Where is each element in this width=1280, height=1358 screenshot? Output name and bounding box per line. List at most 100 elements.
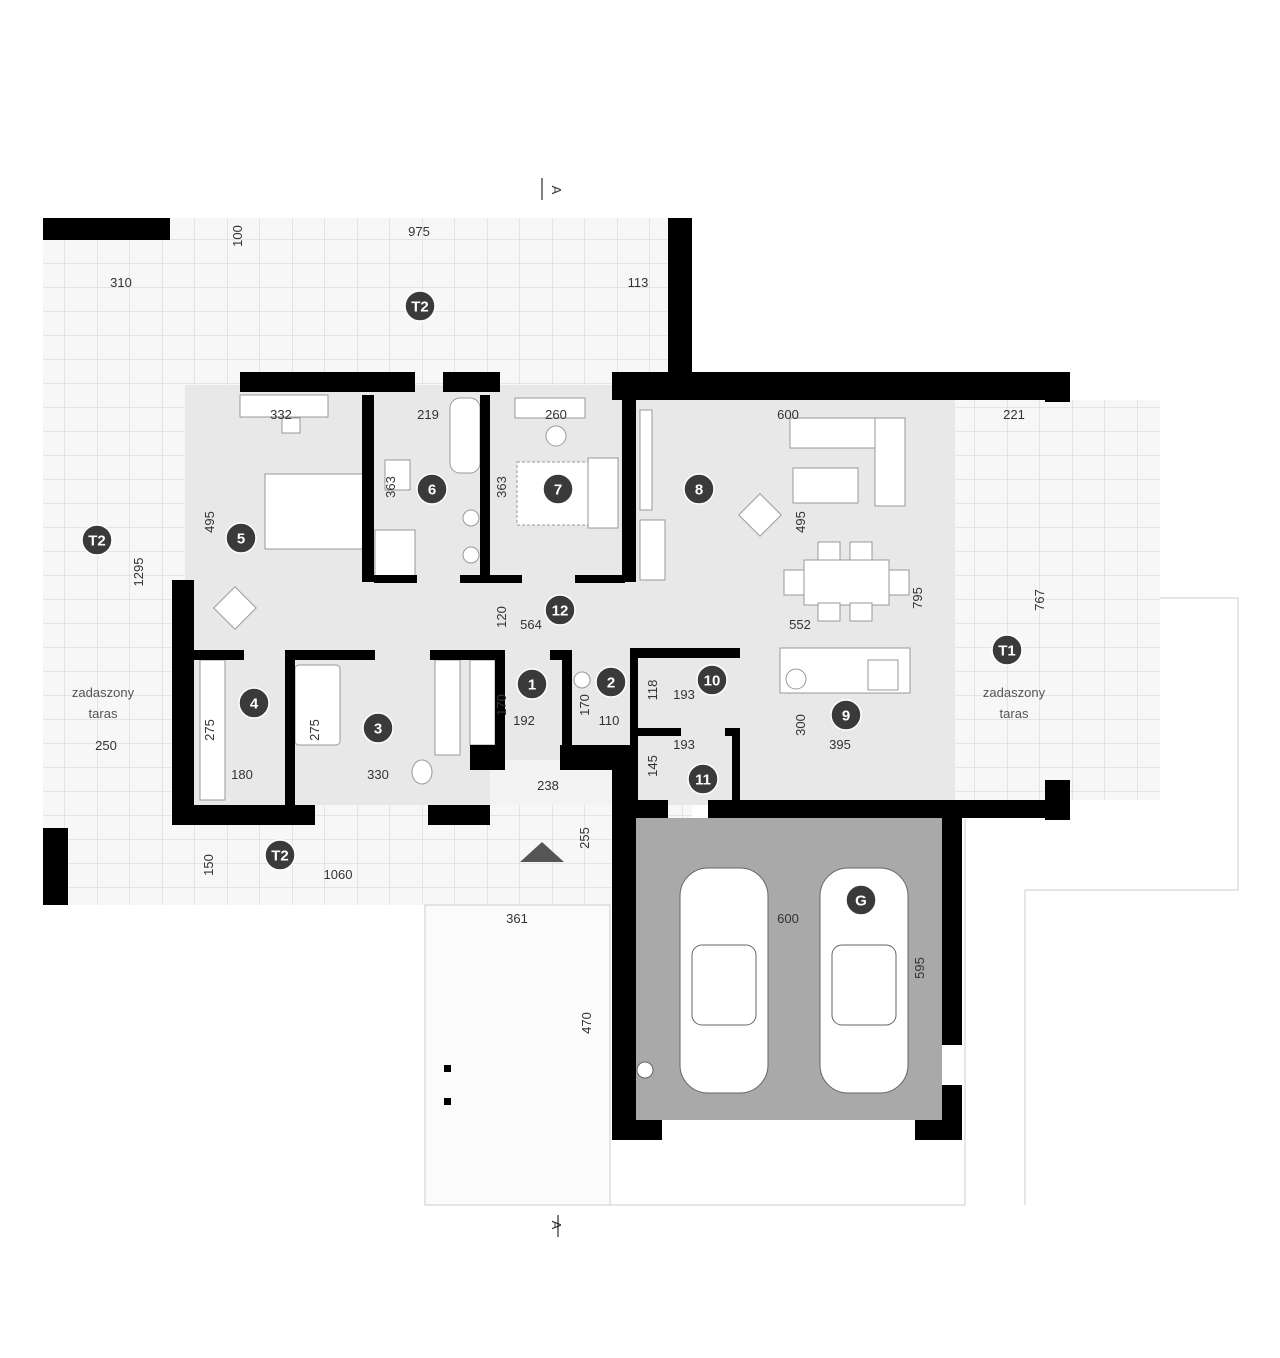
terrace-label-t1: T1 — [991, 634, 1023, 666]
dimension-label: 275 — [202, 719, 217, 741]
room-label-7: 7 — [542, 473, 574, 505]
room-number: 5 — [237, 531, 245, 548]
dimension-label: 1060 — [324, 867, 353, 882]
room-badge-circle — [683, 473, 715, 505]
dimension-label: 395 — [829, 737, 851, 752]
dimension-label: 118 — [645, 680, 660, 701]
dimension-label: 470 — [579, 1012, 594, 1034]
terrace-note: taras — [1000, 706, 1029, 721]
dimension-label: 120 — [494, 606, 509, 628]
terrace-note: taras — [89, 706, 118, 721]
dimension-label: 238 — [537, 778, 559, 793]
room-number: 12 — [552, 603, 569, 620]
room-number: T1 — [998, 643, 1016, 660]
room-badge-circle — [595, 666, 627, 698]
dimension-label: 363 — [494, 476, 509, 498]
room-number: T2 — [411, 299, 429, 316]
dimension-label: 767 — [1032, 589, 1047, 611]
terrace-label-t2: T2 — [404, 290, 436, 322]
dimension-label: 975 — [408, 224, 430, 239]
terrace-label-t2: T2 — [264, 839, 296, 871]
room-badge-circle — [544, 594, 576, 626]
section-marker-top: A — [549, 186, 564, 195]
dimension-label: 110 — [599, 713, 620, 728]
room-badge-circle — [991, 634, 1023, 666]
room-badge-circle — [696, 664, 728, 696]
dimension-label: 330 — [367, 767, 389, 782]
room-badge-circle — [687, 763, 719, 795]
room-label-11: 11 — [687, 763, 719, 795]
room-label-g: G — [845, 884, 877, 916]
driveway-area — [424, 904, 611, 1206]
terrace-note: zadaszony — [72, 685, 135, 700]
room-label-12: 12 — [544, 594, 576, 626]
room-label-10: 10 — [696, 664, 728, 696]
room-label-6: 6 — [416, 473, 448, 505]
dimension-label: 595 — [912, 957, 927, 979]
dimension-label: 221 — [1003, 407, 1025, 422]
room-label-4: 4 — [238, 687, 270, 719]
room-badge-circle — [516, 668, 548, 700]
room-number: 3 — [374, 721, 382, 738]
room-number: 1 — [528, 677, 536, 694]
site-outline — [609, 597, 1239, 1206]
dimension-label: 495 — [202, 511, 217, 533]
dimension-label: 193 — [673, 687, 695, 702]
dimension-label: 192 — [513, 713, 535, 728]
room-number: 10 — [704, 673, 721, 690]
dimension-label: 361 — [506, 911, 528, 926]
dimension-label: 250 — [95, 738, 117, 753]
room-label-5: 5 — [225, 522, 257, 554]
dimension-label: 363 — [383, 476, 398, 498]
room-number: G — [855, 893, 867, 910]
dimension-label: 552 — [789, 617, 811, 632]
dimension-label: 100 — [230, 225, 245, 247]
section-marker-bottom: A — [549, 1221, 564, 1230]
room-badge-circle — [225, 522, 257, 554]
room-badge-circle — [264, 839, 296, 871]
dimension-label: 332 — [270, 407, 292, 422]
room-number: T2 — [88, 533, 106, 550]
car-icon — [819, 867, 909, 1094]
dimension-label: 275 — [307, 719, 322, 741]
post-marker — [444, 1098, 451, 1105]
dimension-label: 255 — [577, 827, 592, 849]
dimension-label: 564 — [520, 617, 542, 632]
post-marker — [444, 1065, 451, 1072]
room-number: 9 — [842, 708, 850, 725]
dimension-label: 113 — [628, 275, 649, 290]
dimension-label: 193 — [673, 737, 695, 752]
dimension-label: 170 — [494, 694, 509, 716]
room-label-2: 2 — [595, 666, 627, 698]
dimension-label: 150 — [201, 854, 216, 876]
room-badge-circle — [416, 473, 448, 505]
dimension-label: 260 — [545, 407, 567, 422]
dimension-label: 170 — [577, 694, 592, 716]
dimension-label: 219 — [417, 407, 439, 422]
room-badge-circle — [362, 712, 394, 744]
room-badge-circle — [238, 687, 270, 719]
room-label-9: 9 — [830, 699, 862, 731]
garage-fixture — [636, 1061, 654, 1079]
car-icon — [679, 867, 769, 1094]
room-number: 7 — [554, 482, 562, 499]
dimension-label: 600 — [777, 911, 799, 926]
dimension-label: 180 — [231, 767, 253, 782]
dimension-label: 145 — [645, 755, 660, 777]
dimension-label: 795 — [910, 587, 925, 609]
room-label-1: 1 — [516, 668, 548, 700]
walls — [43, 218, 1070, 1140]
dimension-label: 300 — [793, 714, 808, 736]
room-number: 4 — [250, 696, 259, 713]
room-badge-circle — [404, 290, 436, 322]
room-number: 8 — [695, 482, 703, 499]
dimension-label: 495 — [793, 511, 808, 533]
room-number: 6 — [428, 482, 436, 499]
terrace-label-t2: T2 — [81, 524, 113, 556]
dimension-label: 310 — [110, 275, 132, 290]
room-label-8: 8 — [683, 473, 715, 505]
dimension-label: 1295 — [131, 558, 146, 587]
